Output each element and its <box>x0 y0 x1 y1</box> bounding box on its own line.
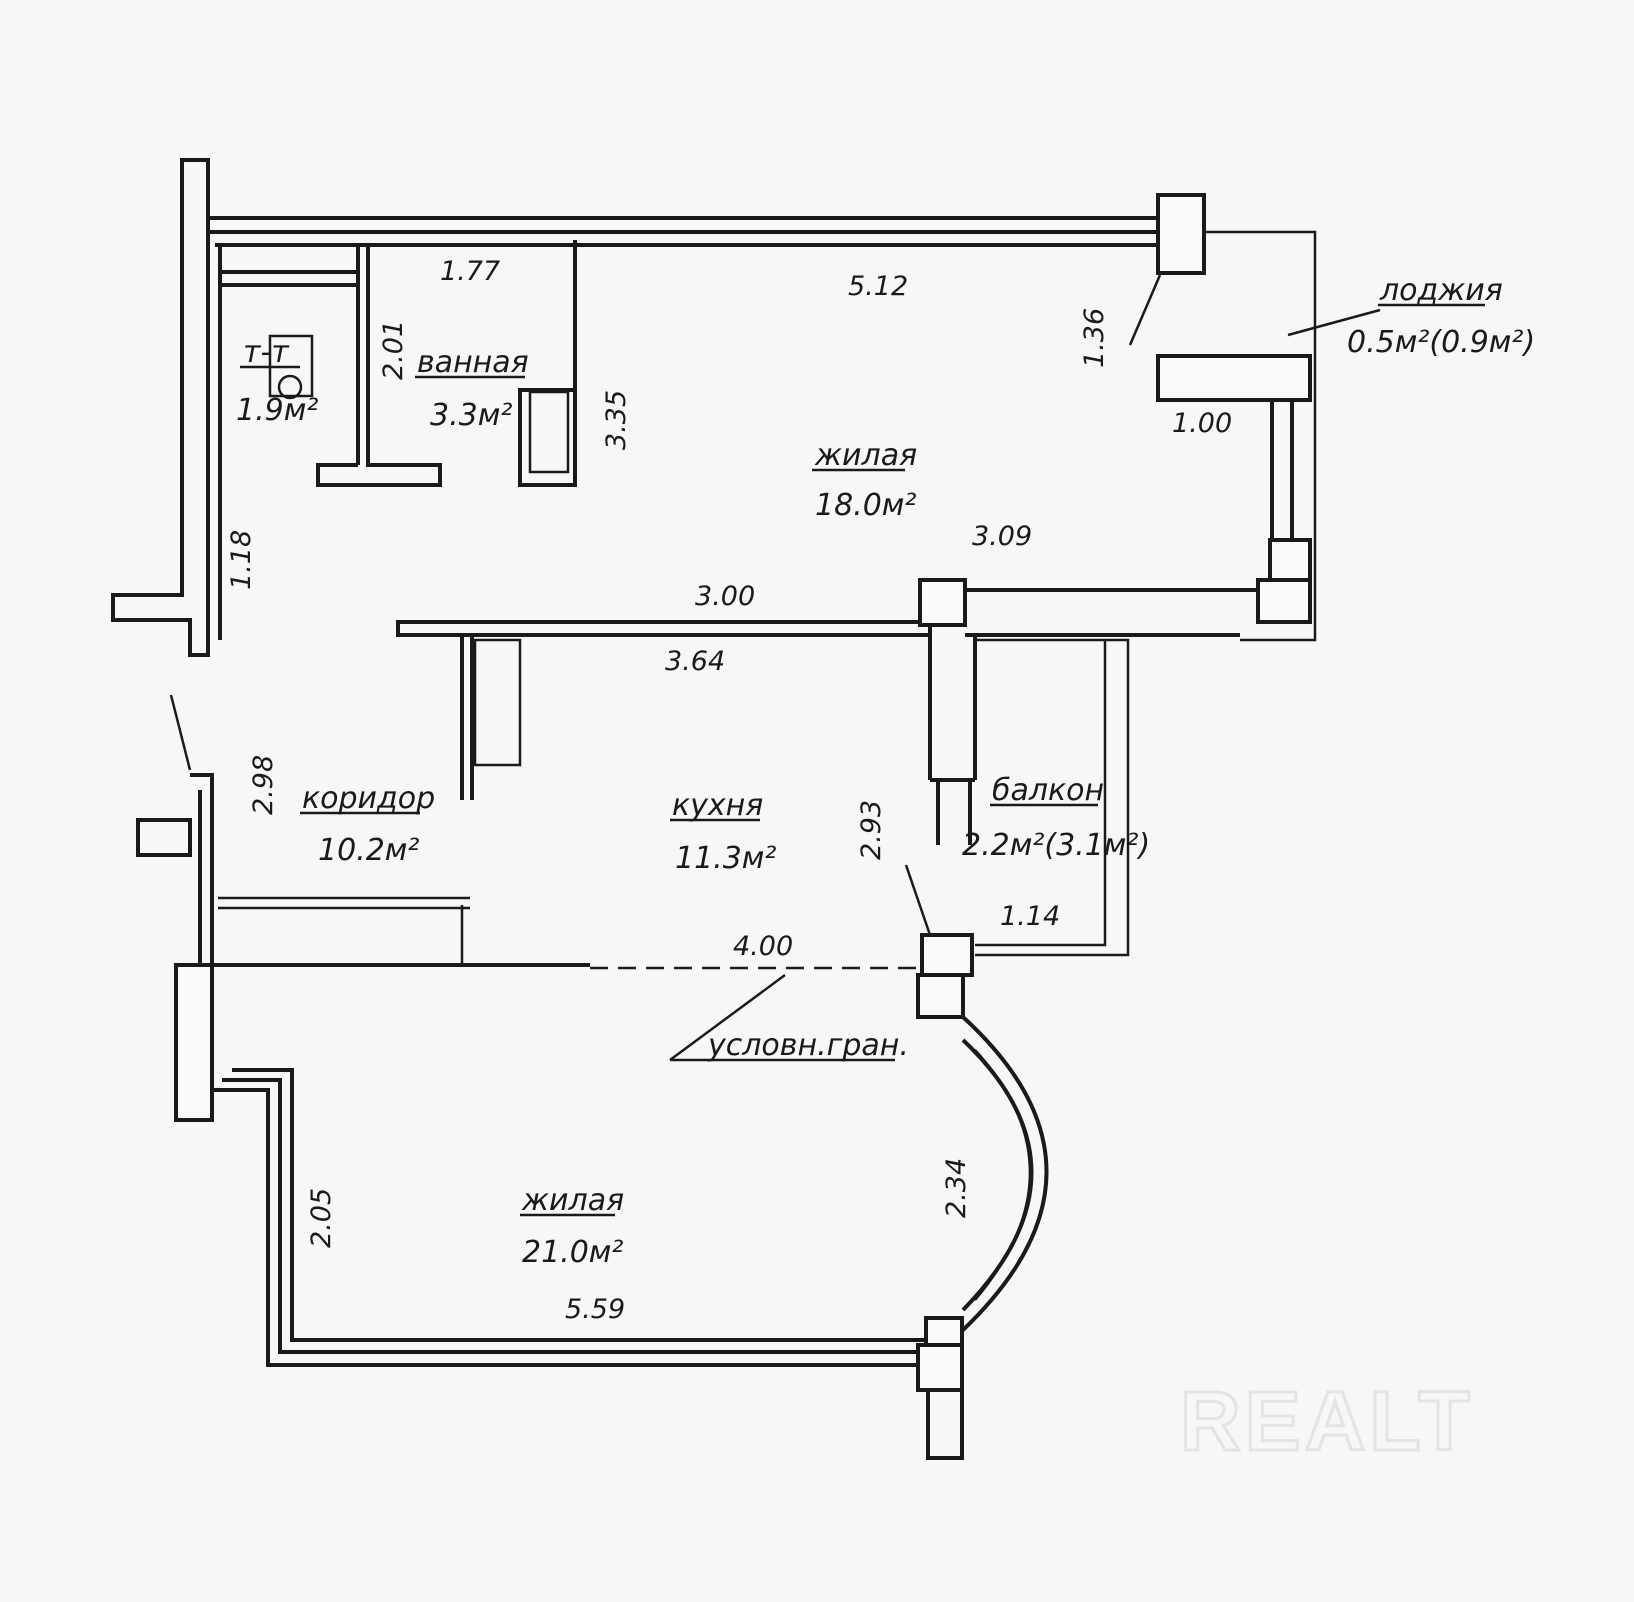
dimension-label: 1.36 <box>1079 308 1110 368</box>
dimension-label: 1.18 <box>226 530 257 590</box>
dimension-label: 1.77 <box>440 256 500 287</box>
room-name-kitchen: кухня <box>672 788 763 823</box>
room-name-toilet: т-т <box>243 335 290 370</box>
room-name-corridor: коридор <box>302 781 435 816</box>
boundary-annotation: условн.гран. <box>707 1028 909 1063</box>
dimension-label: 1.14 <box>1000 901 1060 932</box>
dimension-label: 2.34 <box>941 1158 972 1218</box>
dimension-label: 3.00 <box>695 581 755 612</box>
walls <box>111 158 1381 1460</box>
room-area-kitchen: 11.3м² <box>675 841 776 876</box>
dimension-label: 4.00 <box>733 931 793 962</box>
dimension-labels: 1.77 5.12 2.01 3.35 1.36 1.00 3.09 3.00 … <box>226 256 1232 1325</box>
room-name-bathroom: ванная <box>417 345 529 380</box>
dimension-label: 5.59 <box>565 1294 625 1325</box>
dimension-label: 2.93 <box>856 800 887 860</box>
room-area-living-2: 21.0м² <box>522 1235 623 1270</box>
dimension-label: 2.98 <box>248 755 279 815</box>
dimension-label: 2.05 <box>306 1188 337 1248</box>
dimension-label: 2.01 <box>378 320 409 380</box>
dimension-label: 3.35 <box>601 390 632 450</box>
room-area-corridor: 10.2м² <box>318 833 419 868</box>
dimension-label: 3.09 <box>972 521 1032 552</box>
dimension-label: 5.12 <box>848 271 908 302</box>
dimension-label: 1.00 <box>1172 408 1232 439</box>
room-area-bathroom: 3.3м² <box>430 398 512 433</box>
room-labels: т-т 1.9м² ванная 3.3м² жилая 18.0м² лодж… <box>236 273 1535 1270</box>
room-name-living-2: жилая <box>521 1183 624 1218</box>
room-area-living-1: 18.0м² <box>815 488 916 523</box>
room-name-balcony: балкон <box>992 773 1104 808</box>
room-area-balcony: 2.2м²(3.1м²) <box>962 828 1150 863</box>
room-area-loggia: 0.5м²(0.9м²) <box>1347 325 1535 360</box>
realt-watermark: REALT <box>1180 1374 1474 1468</box>
room-area-toilet: 1.9м² <box>236 393 318 428</box>
room-name-loggia: лоджия <box>1379 273 1503 308</box>
dimension-label: 3.64 <box>665 646 725 677</box>
room-name-living-1: жилая <box>814 438 917 473</box>
